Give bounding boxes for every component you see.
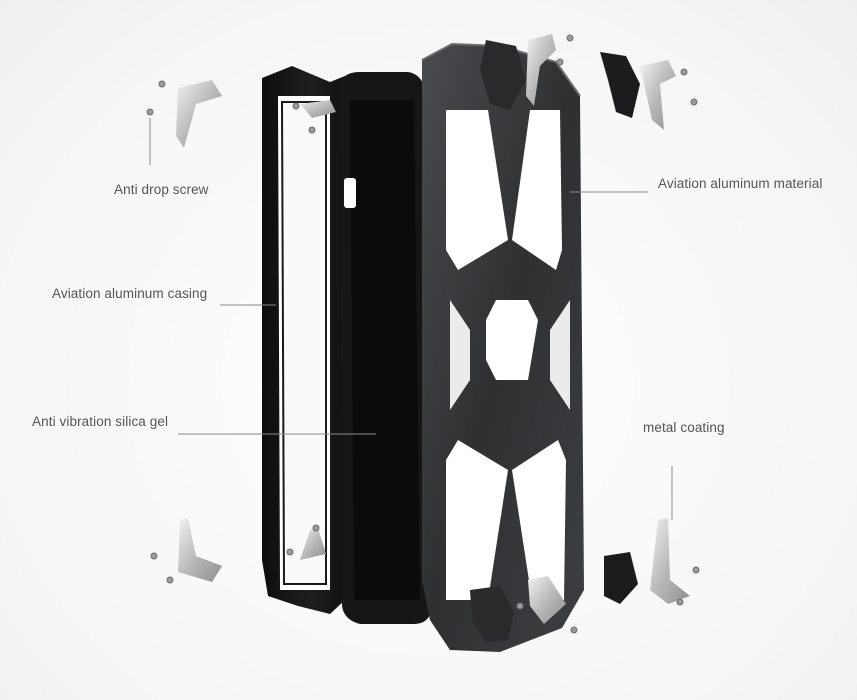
callout-anti-vibration-silica-gel: Anti vibration silica gel [32,414,169,429]
screws [146,34,700,634]
callout-aviation-aluminum-material: Aviation aluminum material [658,176,823,191]
callout-aviation-aluminum-casing: Aviation aluminum casing [52,286,208,301]
callout-anti-drop-screw: Anti drop screw [114,182,209,197]
button-cutout [344,178,356,208]
callout-leader-lines [149,118,673,520]
anti-vibration-silica-gel [340,72,432,624]
black-bumper-blocks [470,40,640,642]
aviation-aluminum-casing [262,66,345,614]
aviation-aluminum-material [421,42,584,652]
callout-metal-coating: metal coating [643,420,725,435]
silver-corner-pieces [176,34,690,624]
